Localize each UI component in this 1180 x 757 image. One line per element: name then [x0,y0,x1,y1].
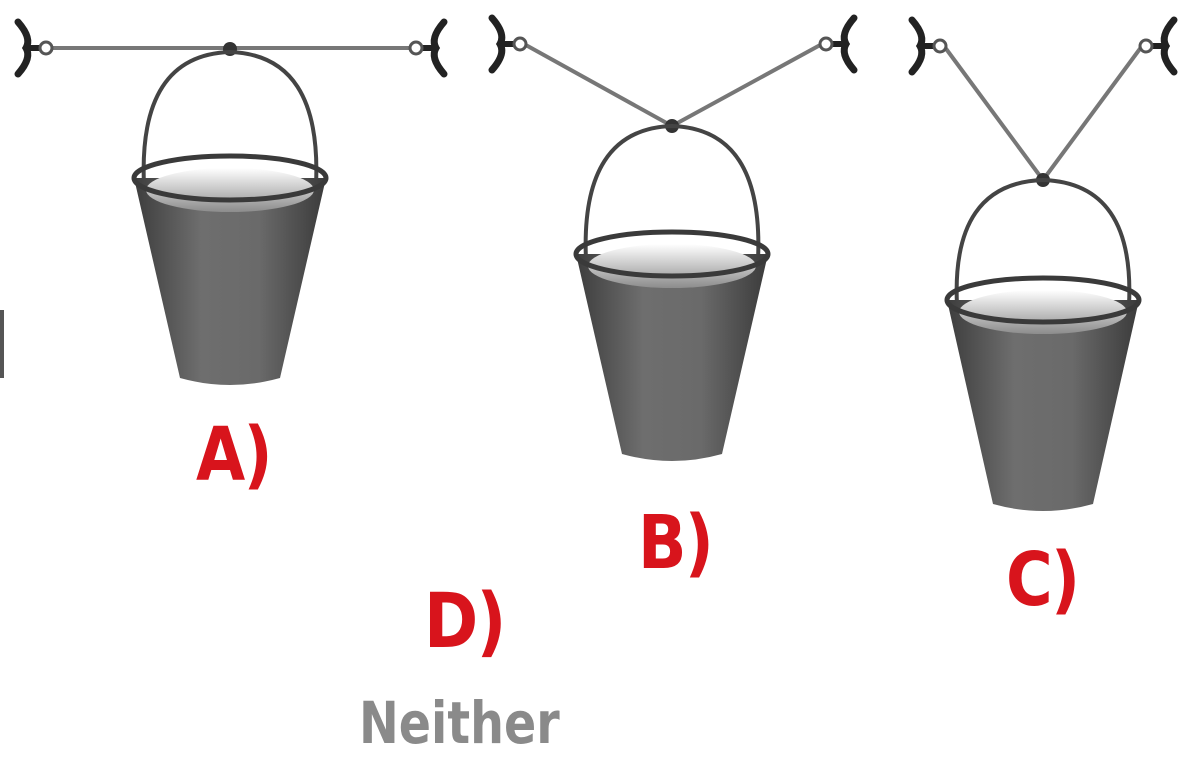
rope-b-right [671,42,823,128]
option-c-label[interactable]: C) [1006,537,1080,623]
wall-anchor-icon [908,16,948,76]
option-c-setup [908,16,1178,511]
option-b-label[interactable]: B) [638,500,714,586]
rope-c-left [942,44,1045,182]
rope-b-left [523,42,673,128]
option-a-label[interactable]: A) [196,412,273,498]
rope-c-right [1041,44,1144,182]
wall-anchor-icon [488,14,528,74]
wall-anchor-icon [408,18,448,78]
option-a-setup [14,18,448,385]
bucket-icon [131,49,329,385]
wall-anchor-icon [14,18,54,78]
wall-anchor-icon [818,14,858,74]
option-d-text: Neither [359,689,560,757]
option-b-setup [488,14,858,461]
bucket-icon [944,177,1142,511]
bucket-icon [573,123,771,461]
wall-anchor-icon [1138,16,1178,76]
option-d-label[interactable]: D) [424,576,506,665]
